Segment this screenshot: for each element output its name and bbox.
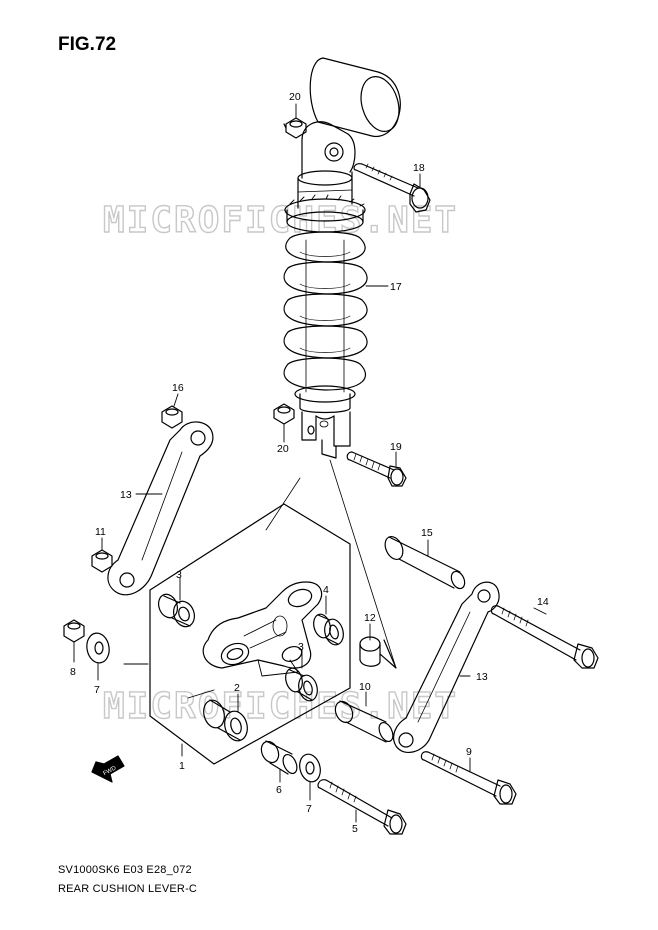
link-rod-13-left — [107, 421, 214, 596]
callout-9: 9 — [466, 746, 472, 758]
nut-16 — [161, 405, 183, 429]
callout-18: 18 — [413, 162, 425, 174]
callout-16: 16 — [172, 382, 184, 394]
callout-7-left: 7 — [94, 684, 100, 696]
bolt-18 — [353, 163, 431, 213]
fwd-arrow-icon — [91, 755, 125, 783]
callout-5: 5 — [352, 823, 358, 835]
collar-15 — [384, 536, 466, 590]
caption-part-name: REAR CUSHION LEVER-C — [58, 883, 198, 895]
watermark-bottom: MICROFICHES.NET — [103, 686, 458, 727]
callout-17: 17 — [390, 281, 402, 293]
bearing-2 — [203, 699, 248, 742]
bolt-14 — [490, 605, 599, 669]
callout-8: 8 — [70, 666, 76, 678]
nut-20-lower — [273, 403, 295, 425]
callout-6: 6 — [276, 784, 282, 796]
lever-assembly-box — [149, 503, 351, 765]
callout-15: 15 — [421, 527, 433, 539]
callout-3-left: 3 — [176, 569, 182, 581]
callout-1: 1 — [179, 760, 185, 772]
callout-13-left: 13 — [120, 489, 132, 501]
callout-12: 12 — [364, 612, 376, 624]
callout-13-right: 13 — [476, 671, 488, 683]
link-rod-13-right — [393, 581, 500, 754]
rear-shock-absorber — [283, 57, 401, 459]
washer-7-right — [299, 753, 321, 783]
cushion-lever — [202, 581, 323, 677]
caption-model-code: SV1000SK6 E03 E28_072 — [58, 864, 192, 876]
callout-20-upper: 20 — [289, 91, 301, 103]
bearing-3-right — [285, 667, 318, 702]
washer-7-left — [86, 632, 110, 664]
callout-10: 10 — [359, 681, 371, 693]
nut-8 — [63, 619, 85, 643]
nut-11 — [91, 549, 113, 573]
callout-2: 2 — [234, 682, 240, 694]
callout-20-lower: 20 — [277, 443, 289, 455]
callout-11: 11 — [95, 526, 106, 538]
bolt-19 — [346, 451, 407, 487]
callout-4: 4 — [323, 584, 329, 596]
bolt-5 — [317, 779, 407, 835]
callout-14: 14 — [537, 596, 549, 608]
watermark-top: MICROFICHES.NET — [103, 200, 458, 241]
leader-lines — [73, 103, 547, 823]
figure-title: FIG.72 — [58, 34, 117, 55]
bearing-4 — [313, 613, 344, 646]
collar-10 — [334, 700, 394, 743]
bearing-3-left — [157, 593, 195, 628]
callout-3-right: 3 — [298, 641, 304, 653]
callout-7-right: 7 — [306, 803, 312, 815]
collar-12 — [359, 636, 381, 667]
collar-6 — [260, 740, 298, 775]
bolt-9 — [420, 751, 517, 805]
callout-19: 19 — [390, 441, 402, 453]
